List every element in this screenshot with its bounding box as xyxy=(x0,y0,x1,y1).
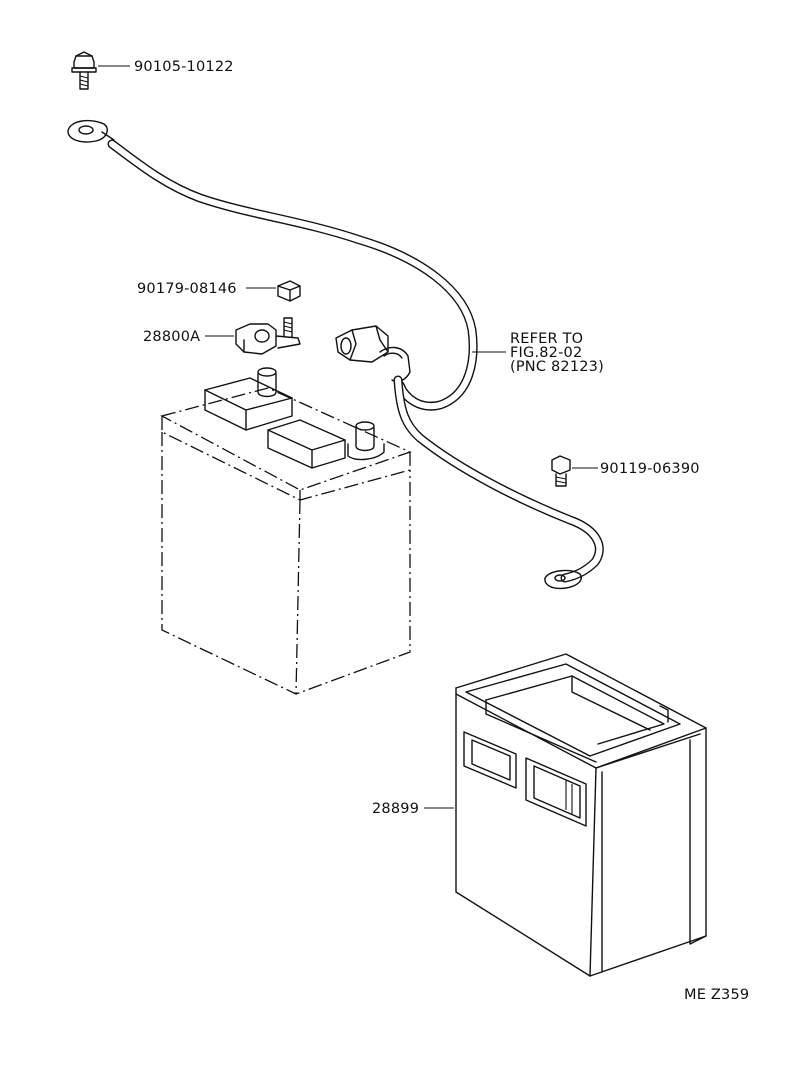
bolt-right-icon xyxy=(551,455,571,487)
drawing-code: ME Z359 xyxy=(684,987,749,1003)
refer-to-label: REFER TO xyxy=(510,331,583,347)
refer-figure-label: FIG.82-02 xyxy=(510,345,582,361)
part-number-28800A: 28800A xyxy=(143,329,200,345)
part-number-28899: 28899 xyxy=(372,801,419,817)
part-number-90119-06390: 90119-06390 xyxy=(600,461,700,477)
battery-icon xyxy=(160,367,412,695)
positive-cable xyxy=(393,375,604,590)
refer-pnc-label: (PNC 82123) xyxy=(510,359,604,375)
ground-cable xyxy=(67,119,478,411)
flange-bolt-top-icon xyxy=(71,51,97,90)
battery-terminal-icon xyxy=(235,317,301,355)
part-number-90105-10122: 90105-10122 xyxy=(134,59,234,75)
part-number-90179-08146: 90179-08146 xyxy=(137,281,237,297)
battery-tray-icon xyxy=(455,653,707,977)
battery-cable-clamp-icon xyxy=(335,325,411,383)
nut-icon xyxy=(277,280,301,302)
